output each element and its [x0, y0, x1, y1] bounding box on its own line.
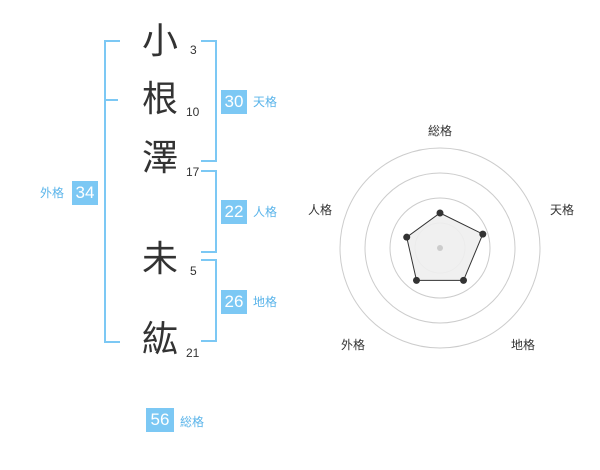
- radar-axis-label-4: 人格: [308, 203, 333, 217]
- radar-axis-label-2: 地格: [511, 338, 536, 352]
- radar-point-0: [436, 209, 444, 217]
- name-char-1: 小: [141, 21, 178, 62]
- stroke-count-2: 10: [186, 105, 200, 119]
- name-char-3: 澤: [141, 138, 178, 179]
- soukaku-value: 56: [146, 408, 174, 432]
- stroke-count-1: 3: [190, 43, 197, 57]
- radar-ring-3: [364, 172, 516, 324]
- jinkaku-value: 22: [221, 200, 247, 224]
- gaikaku-label: 外格: [40, 186, 65, 200]
- gaikaku-value: 34: [72, 181, 98, 205]
- name-char-5: 紘: [141, 319, 178, 360]
- chikaku-value: 26: [221, 290, 247, 314]
- tenkaku-value: 30: [221, 90, 247, 114]
- radar-ring-4: [339, 147, 541, 349]
- radar-point-4: [403, 233, 411, 241]
- tenkaku-label: 天格: [253, 95, 278, 109]
- gaikaku-bracket: [104, 40, 120, 343]
- radar-center-dot: [437, 245, 443, 251]
- chikaku-bracket: [201, 259, 217, 342]
- stroke-count-3: 17: [186, 165, 200, 179]
- radar-ring-2: [389, 197, 491, 299]
- tenkaku-bracket: [201, 40, 217, 162]
- radar-point-1: [479, 230, 487, 238]
- radar-axis-label-3: 外格: [341, 338, 366, 352]
- radar-axis-label-0: 総格: [428, 124, 453, 138]
- stroke-count-5: 21: [186, 346, 200, 360]
- jinkaku-bracket: [201, 170, 217, 253]
- name-char-2: 根: [141, 79, 178, 120]
- radar-axis-label-1: 天格: [550, 203, 575, 217]
- name-char-4: 未: [141, 239, 178, 280]
- jinkaku-label: 人格: [253, 205, 278, 219]
- soukaku-label: 総格: [180, 415, 205, 429]
- radar-point-2: [460, 276, 468, 284]
- radar-polygon: [406, 212, 484, 281]
- gaikaku-bracket-mid: [104, 99, 118, 101]
- stroke-count-4: 5: [190, 264, 197, 278]
- chikaku-label: 地格: [253, 295, 278, 309]
- radar-point-3: [412, 276, 420, 284]
